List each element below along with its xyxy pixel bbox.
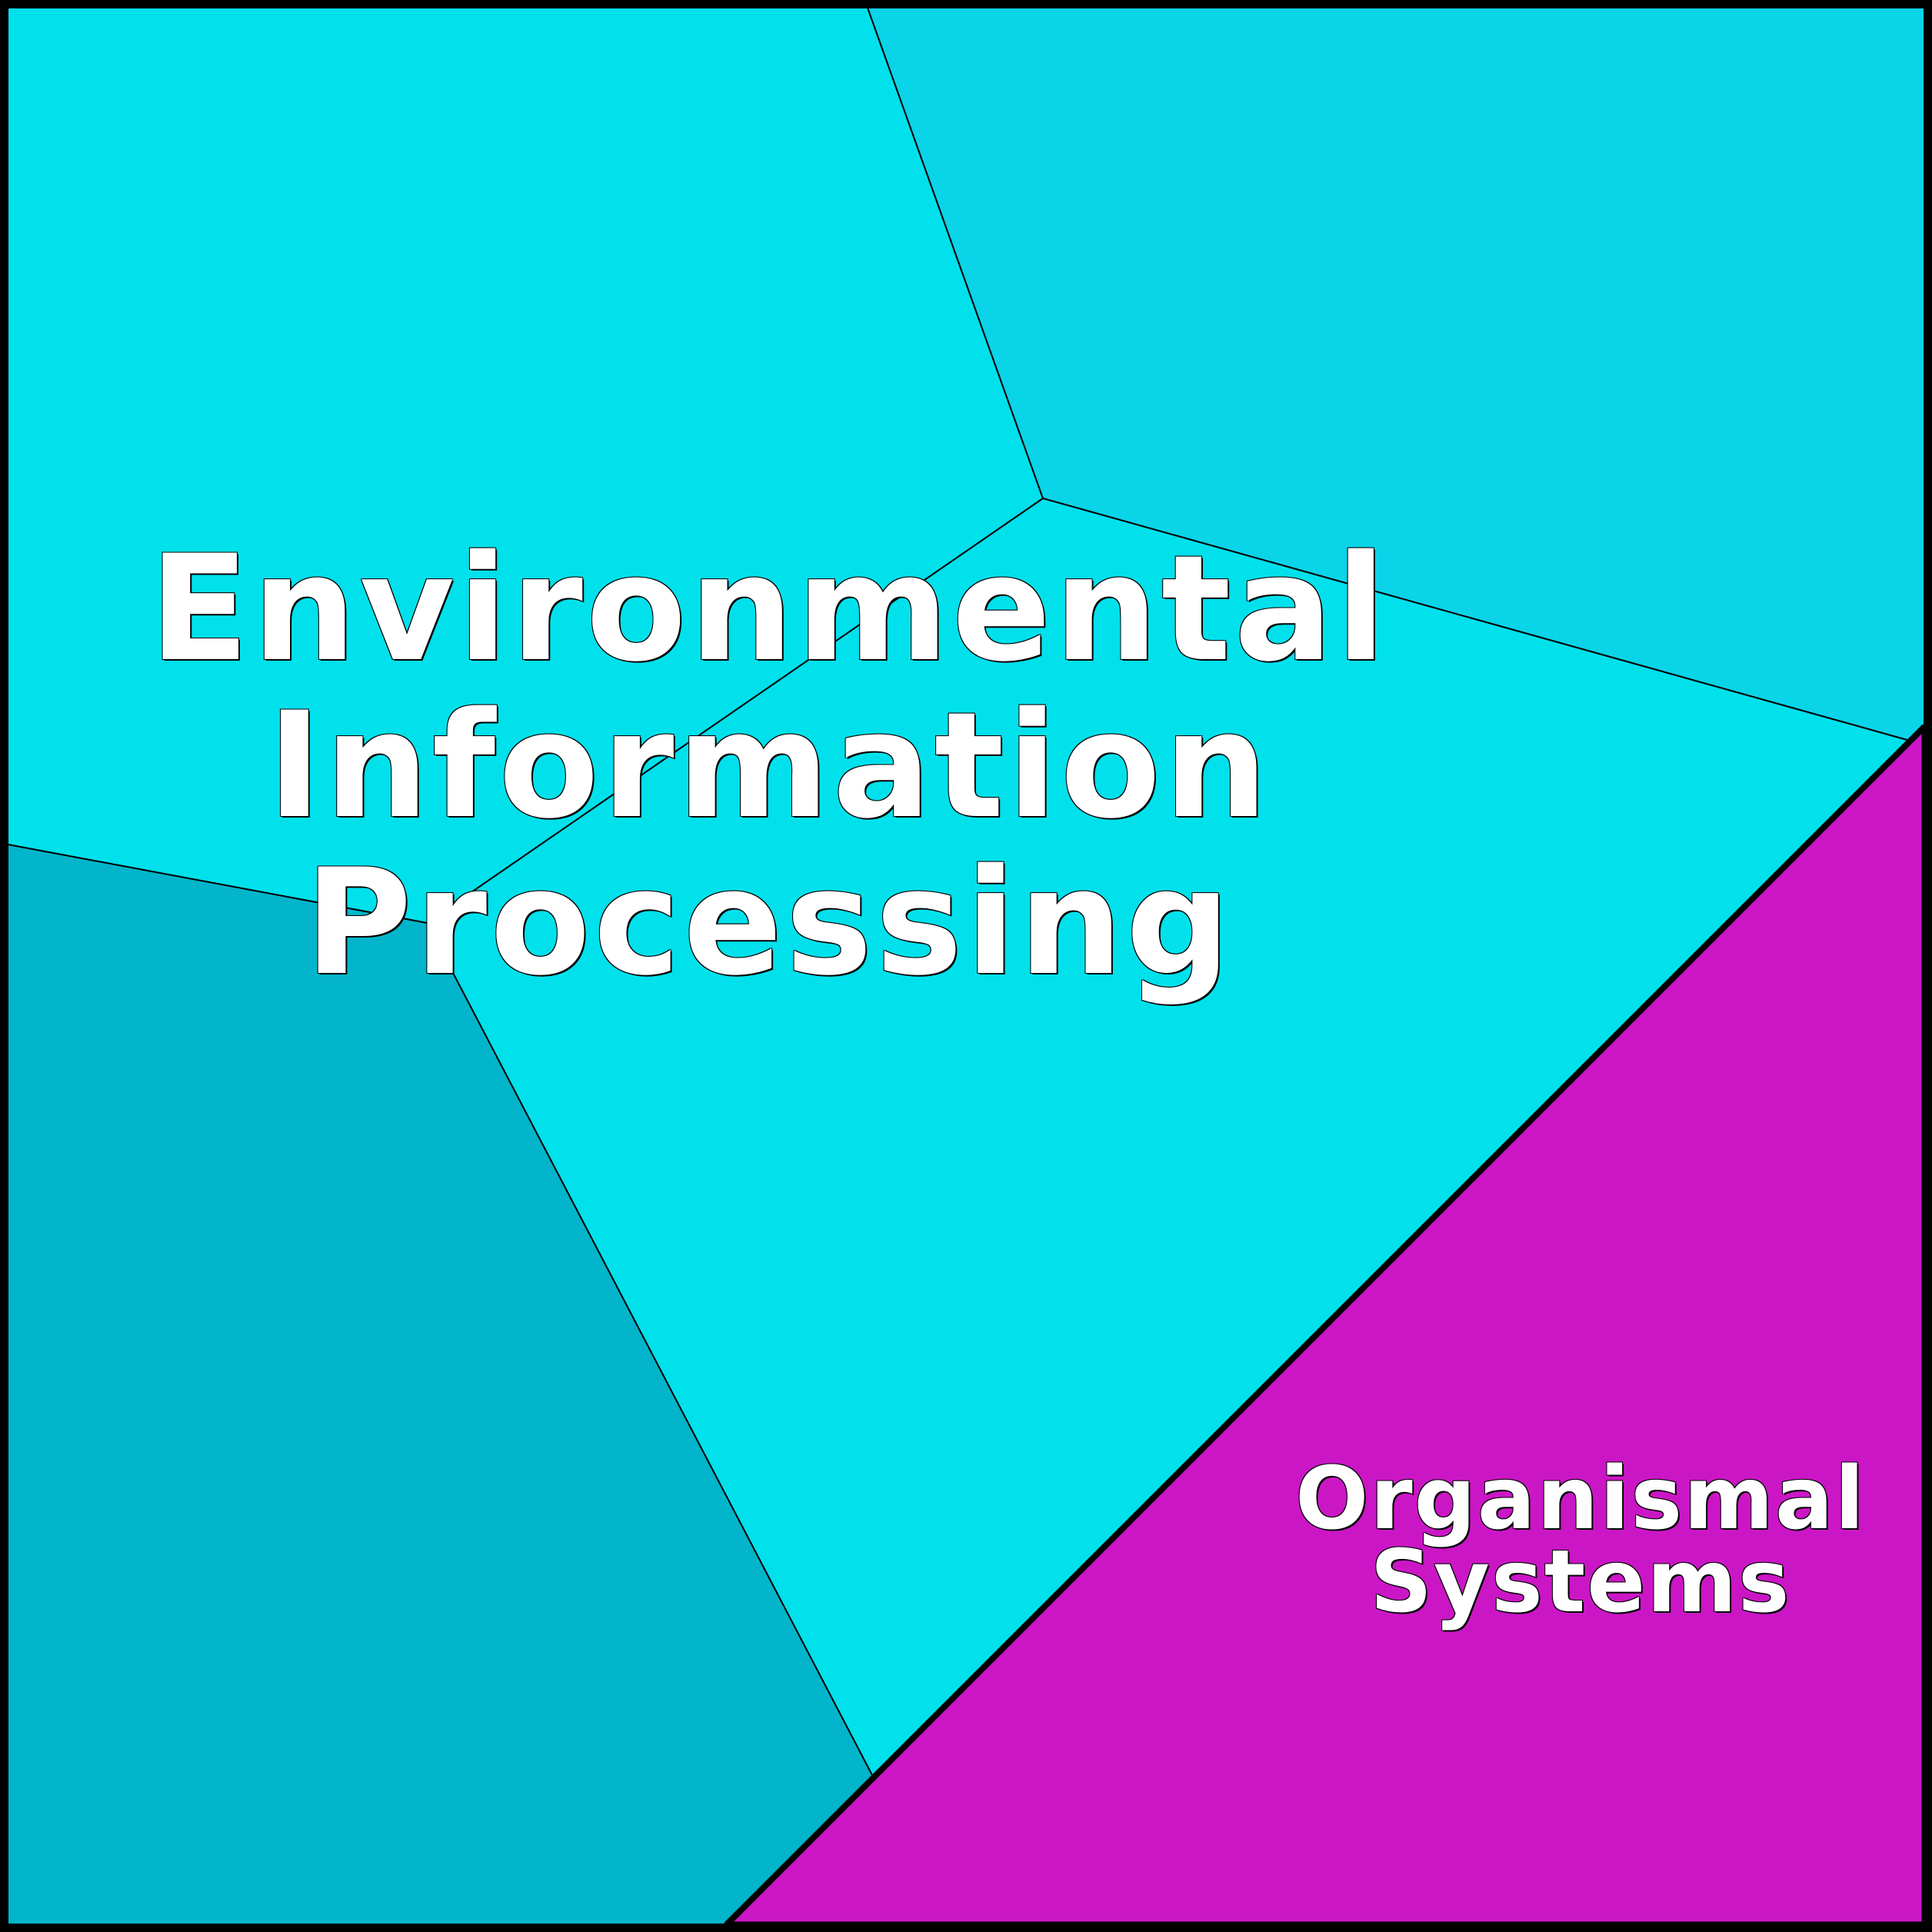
label-main-line-2: Information bbox=[267, 681, 1271, 851]
label-org-line-2: Systems bbox=[1370, 1532, 1791, 1632]
parent-boundary-line bbox=[724, 724, 1927, 1927]
label-organismal-systems: Organismal Systems bbox=[1269, 1449, 1892, 1632]
label-main-line-1: Environmental bbox=[149, 524, 1389, 694]
label-main-line-3: Processing bbox=[305, 838, 1234, 1008]
label-org-line-1: Organismal bbox=[1295, 1449, 1866, 1549]
label-environmental-information-processing: Environmental Information Processing bbox=[92, 531, 1446, 1001]
